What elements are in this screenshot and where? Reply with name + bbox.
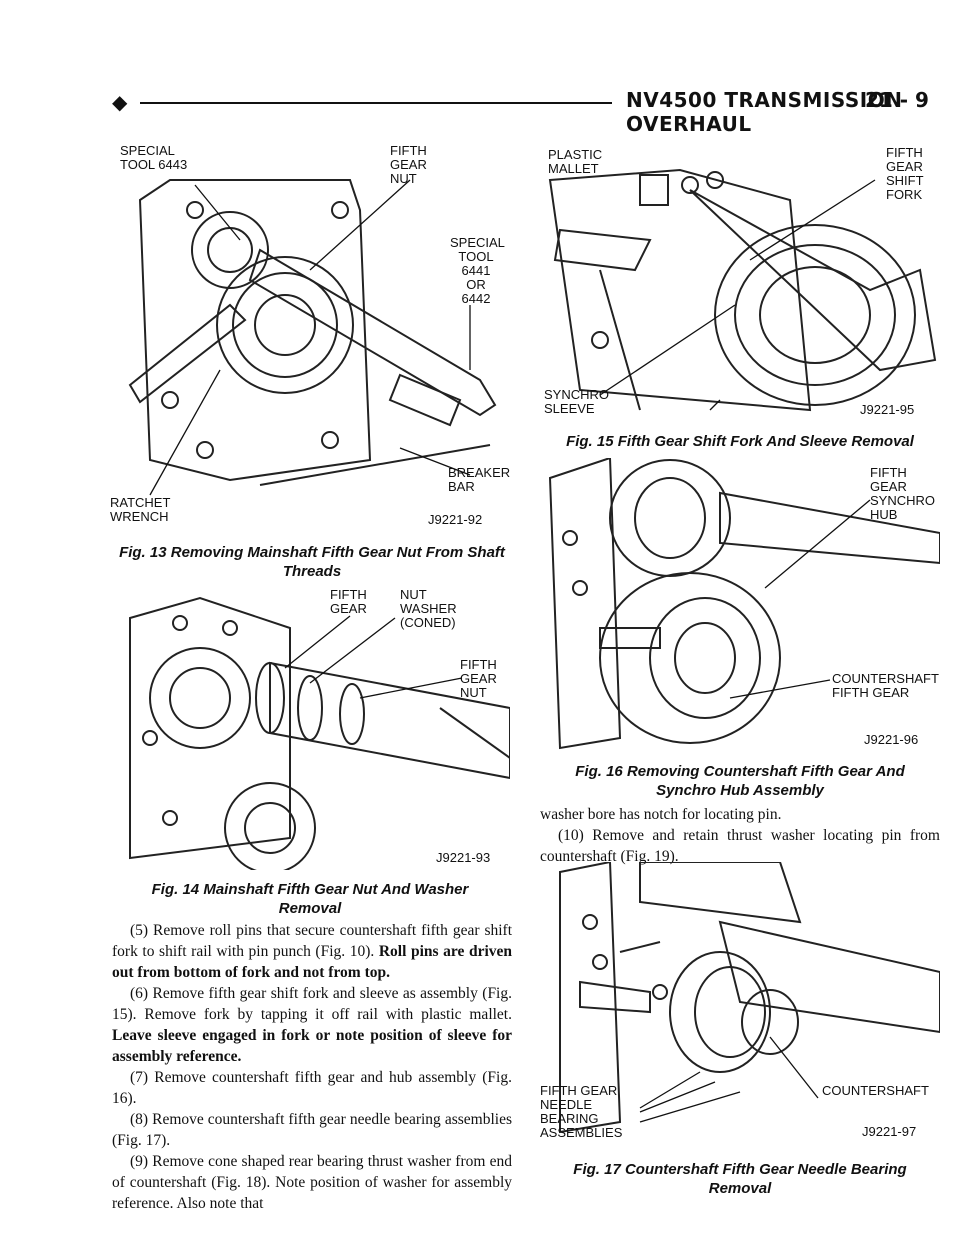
right-column-text: washer bore has notch for locating pin. …: [540, 804, 940, 867]
step-5-bold: Roll pins are driven out from bottom of …: [112, 943, 513, 981]
label-special-tool-6443: SPECIAL TOOL 6443: [120, 143, 188, 172]
figure-code: J9221-95: [860, 402, 915, 417]
label-plastic-mallet: PLASTIC MALLET: [548, 147, 603, 176]
figure-13: SPECIAL TOOL 6443 FIFTH GEAR NUT SPECIAL…: [110, 140, 510, 532]
figure-14-caption: Fig. 14 Mainshaft Fifth Gear Nut And Was…: [151, 881, 469, 917]
figure-code: J9221-96: [864, 732, 919, 747]
label-fifth-gear-synchro-hub: FIFTH GEAR SYNCHRO HUB: [870, 465, 936, 522]
figure-15: PLASTIC MALLET FIFTH GEAR SHIFT FORK SYN…: [540, 140, 940, 422]
label-fifth-gear-nut-14: FIFTH GEAR NUT: [460, 657, 497, 700]
page-number: 21 - 9: [865, 88, 929, 112]
figure-17: COUNTERSHAFT FIFTH GEAR NEEDLE BEARING A…: [540, 862, 940, 1144]
label-special-tool-6441: SPECIAL TOOL 6441 OR 6442: [450, 235, 505, 306]
figure-14: FIFTH GEAR NUT WASHER (CONED) FIFTH GEAR…: [110, 588, 510, 870]
label-countershaft-fifth-gear: COUNTERSHAFT FIFTH GEAR: [832, 671, 939, 700]
left-column-text: (5) Remove roll pins that secure counter…: [112, 920, 512, 1214]
label-breaker-bar: BREAKER BAR: [448, 465, 511, 494]
label-fifth-gear: FIFTH GEAR: [330, 587, 367, 616]
figure-13-illustration: [128, 179, 497, 496]
figure-17-caption: Fig. 17 Countershaft Fifth Gear Needle B…: [573, 1161, 907, 1197]
page-title: NV4500 TRANSMISSION OVERHAUL: [626, 88, 903, 136]
figure-17-illustration: [559, 862, 940, 1134]
step-5-text: (5) Remove roll pins that secure counter…: [112, 922, 512, 960]
step-6-bold: Leave sleeve engaged in fork or note pos…: [112, 1027, 512, 1065]
label-nut-washer: NUT WASHER (CONED): [400, 587, 457, 630]
label-countershaft: COUNTERSHAFT: [822, 1083, 929, 1098]
figure-14-illustration: [129, 596, 510, 870]
label-fifth-gear-nut: FIFTH GEAR NUT: [390, 143, 427, 186]
step-9-text: (9) Remove cone shaped rear bearing thru…: [112, 1153, 512, 1212]
step-9-continued: washer bore has notch for locating pin.: [540, 806, 782, 823]
figure-16: FIFTH GEAR SYNCHRO HUB COUNTERSHAFT FIFT…: [540, 458, 940, 750]
label-ratchet-wrench: RATCHET WRENCH: [110, 495, 171, 524]
figure-code: J9221-92: [428, 512, 483, 527]
step-8-text: (8) Remove countershaft fifth gear needl…: [112, 1111, 512, 1149]
figure-code: J9221-97: [862, 1124, 917, 1139]
figure-15-caption: Fig. 15 Fifth Gear Shift Fork And Sleeve…: [566, 433, 914, 450]
header-rule: [140, 102, 612, 104]
label-needle-bearing: FIFTH GEAR NEEDLE BEARING ASSEMBLIES: [540, 1083, 623, 1140]
figure-15-illustration: [548, 168, 937, 412]
step-10-text: (10) Remove and retain thrust washer loc…: [540, 827, 940, 865]
figure-code: J9221-93: [436, 850, 491, 865]
figure-16-illustration: [548, 458, 940, 750]
step-6-text: (6) Remove fifth gear shift fork and sle…: [112, 985, 512, 1023]
label-synchro-sleeve: SYNCHRO SLEEVE: [544, 387, 610, 416]
diamond-icon: ◆: [112, 90, 128, 114]
figure-16-caption: Fig. 16 Removing Countershaft Fifth Gear…: [575, 763, 905, 799]
page-header: ◆ NV4500 TRANSMISSION OVERHAUL 21 - 9: [60, 88, 940, 136]
figure-13-caption: Fig. 13 Removing Mainshaft Fifth Gear Nu…: [119, 544, 505, 580]
step-7-text: (7) Remove countershaft fifth gear and h…: [112, 1069, 512, 1107]
label-fifth-gear-shift-fork: FIFTH GEAR SHIFT FORK: [886, 145, 924, 202]
